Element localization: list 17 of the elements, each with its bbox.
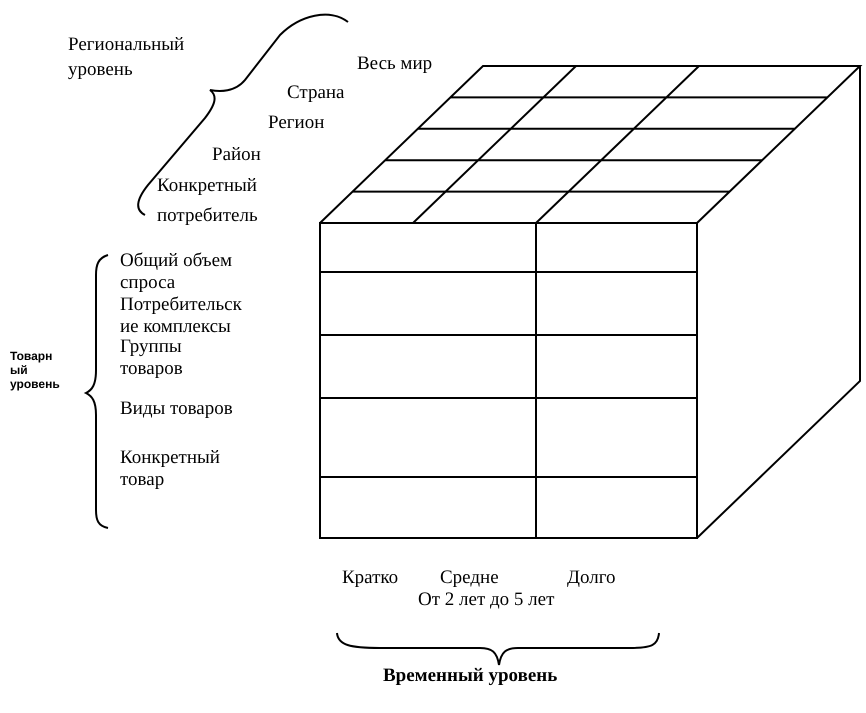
- level-label: Конкретный потребитель: [157, 174, 259, 228]
- level-label: Группы товаров: [120, 336, 184, 380]
- level-label: Весь мир: [357, 53, 434, 75]
- axis-label: Региональный уровень: [68, 33, 186, 82]
- level-label: От 2 лет до 5 лет: [418, 589, 556, 611]
- level-label: Долго: [567, 567, 617, 589]
- level-label: Район: [212, 144, 262, 166]
- level-label: Кратко: [342, 567, 400, 589]
- level-label: Регион: [268, 112, 326, 134]
- level-label: Страна: [287, 82, 346, 104]
- level-label: Средне: [440, 567, 500, 589]
- level-label: Общий объем спроса: [120, 250, 234, 294]
- axis-label: Временный уровень: [383, 665, 558, 687]
- level-label: Виды товаров: [120, 398, 234, 420]
- level-label: Потребительск ие комплексы: [120, 294, 243, 338]
- axis-label: Товарн ый уровень: [10, 349, 61, 391]
- level-label: Конкретный товар: [120, 447, 221, 491]
